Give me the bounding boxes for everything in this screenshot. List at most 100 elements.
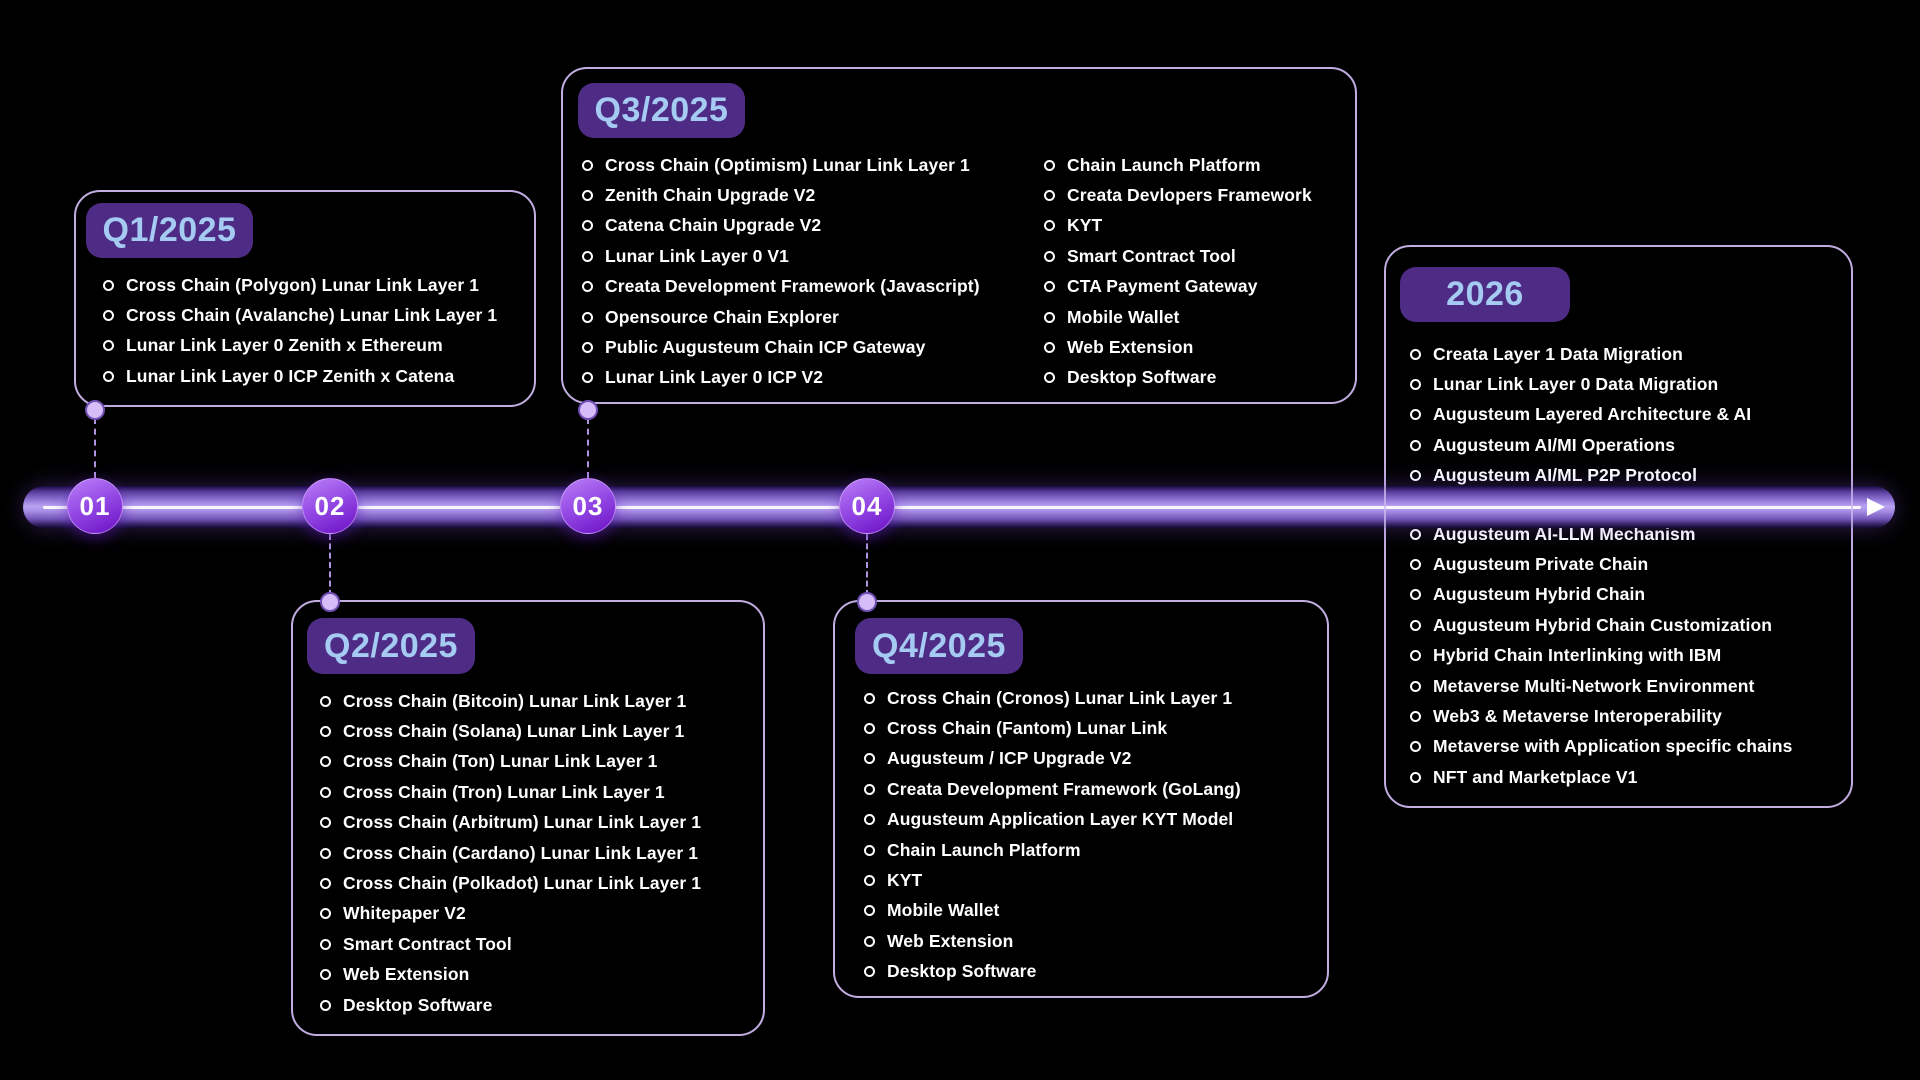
milestone-label: Cross Chain (Polygon) Lunar Link Layer 1: [126, 274, 480, 295]
bullet-icon: [582, 220, 593, 232]
bullet-icon: [320, 726, 331, 738]
milestone-item: Hybrid Chain Interlinking with IBM: [1410, 641, 1793, 671]
milestone-item: Desktop Software: [864, 957, 1241, 987]
milestone-item: Web3 & Metaverse Interoperability: [1410, 701, 1793, 731]
milestone-item: KYT: [864, 865, 1241, 895]
milestone-item: Opensource Chain Explorer: [582, 302, 980, 332]
bullet-icon: [1044, 281, 1055, 293]
milestone-label: Augusteum AI/MI Operations: [1433, 434, 1676, 455]
card-q4-2025: [833, 600, 1329, 998]
milestone-item: Desktop Software: [320, 990, 701, 1020]
bullet-icon: [1410, 559, 1421, 571]
milestone-label: Lunar Link Layer 0 Data Migration: [1433, 374, 1719, 395]
milestone-label: Mobile Wallet: [887, 900, 1000, 921]
milestone-list-q1: Cross Chain (Polygon) Lunar Link Layer 1…: [103, 270, 497, 392]
anchor-dot-q3: [578, 400, 598, 420]
milestone-label: Cross Chain (Fantom) Lunar Link: [887, 718, 1168, 739]
bullet-icon: [320, 847, 331, 859]
milestone-label: Cross Chain (Cronos) Lunar Link Layer 1: [887, 687, 1233, 708]
bullet-icon: [864, 753, 875, 765]
milestone-item: Cross Chain (Avalanche) Lunar Link Layer…: [103, 300, 497, 330]
bullet-icon: [1044, 190, 1055, 202]
milestone-label: KYT: [1067, 215, 1103, 236]
bullet-icon: [1044, 250, 1055, 262]
milestone-item: Chain Launch Platform: [1044, 150, 1312, 180]
bullet-icon: [1410, 409, 1421, 421]
milestone-label: Web Extension: [887, 930, 1014, 951]
milestone-label: Lunar Link Layer 0 ICP Zenith x Catena: [126, 365, 455, 386]
bullet-icon: [1410, 528, 1421, 540]
milestone-item: Creata Development Framework (Javascript…: [582, 272, 980, 302]
milestone-item: Whitepaper V2: [320, 899, 701, 929]
milestone-item: Cross Chain (Solana) Lunar Link Layer 1: [320, 716, 701, 746]
milestone-item: Creata Layer 1 Data Migration: [1410, 339, 1751, 369]
milestone-item: KYT: [1044, 211, 1312, 241]
milestone-item: Mobile Wallet: [1044, 302, 1312, 332]
bullet-icon: [864, 723, 875, 735]
milestone-item: Web Extension: [864, 926, 1241, 956]
bullet-icon: [582, 281, 593, 293]
milestone-item: Augusteum Hybrid Chain Customization: [1410, 610, 1793, 640]
milestone-item: Augusteum Application Layer KYT Model: [864, 805, 1241, 835]
milestone-item: Cross Chain (Cardano) Lunar Link Layer 1: [320, 838, 701, 868]
milestone-label: Opensource Chain Explorer: [605, 306, 839, 327]
milestone-item: Web Extension: [1044, 332, 1312, 362]
milestone-label: Zenith Chain Upgrade V2: [605, 185, 816, 206]
milestone-label: Smart Contract Tool: [1067, 245, 1236, 266]
milestone-item: Augusteum Private Chain: [1410, 549, 1793, 579]
milestone-label: Cross Chain (Polkadot) Lunar Link Layer …: [343, 873, 702, 894]
milestone-label: Creata Development Framework (Javascript…: [605, 276, 980, 297]
bullet-icon: [1410, 348, 1421, 360]
bullet-icon: [1410, 711, 1421, 723]
bullet-icon: [320, 786, 331, 798]
bullet-icon: [582, 342, 593, 354]
milestone-label: Chain Launch Platform: [887, 839, 1081, 860]
milestone-label: Lunar Link Layer 0 Zenith x Ethereum: [126, 335, 443, 356]
bullet-icon: [582, 372, 593, 384]
bullet-icon: [1410, 589, 1421, 601]
bullet-icon: [864, 875, 875, 887]
badge-q2-2025: Q2/2025: [307, 618, 475, 674]
milestone-item: Lunar Link Layer 0 ICP Zenith x Catena: [103, 361, 497, 391]
bullet-icon: [1410, 741, 1421, 753]
milestone-item: Metaverse Multi-Network Environment: [1410, 671, 1793, 701]
milestone-item: Augusteum / ICP Upgrade V2: [864, 744, 1241, 774]
milestone-label: Public Augusteum Chain ICP Gateway: [605, 337, 926, 358]
bullet-icon: [1410, 771, 1421, 783]
card-q1-2025: [74, 190, 536, 407]
milestone-item: Cross Chain (Polkadot) Lunar Link Layer …: [320, 868, 701, 898]
milestone-item: Cross Chain (Bitcoin) Lunar Link Layer 1: [320, 686, 701, 716]
milestone-label: CTA Payment Gateway: [1067, 276, 1258, 297]
connector-q3: [587, 418, 589, 478]
milestone-label: Augusteum Hybrid Chain Customization: [1433, 614, 1773, 635]
bullet-icon: [582, 159, 593, 171]
milestone-item: Creata Devlopers Framework: [1044, 180, 1312, 210]
milestone-label: Augusteum Hybrid Chain: [1433, 584, 1646, 605]
milestone-label: Augusteum AI-LLM Mechanism: [1433, 523, 1696, 544]
milestone-label: Creata Development Framework (GoLang): [887, 778, 1241, 799]
bullet-icon: [1410, 680, 1421, 692]
milestone-item: Smart Contract Tool: [1044, 241, 1312, 271]
bullet-icon: [320, 969, 331, 981]
milestone-item: Augusteum Layered Architecture & AI: [1410, 400, 1751, 430]
milestone-item: Cross Chain (Ton) Lunar Link Layer 1: [320, 747, 701, 777]
bullet-icon: [103, 279, 114, 291]
milestone-label: Augusteum Private Chain: [1433, 554, 1649, 575]
bullet-icon: [320, 999, 331, 1011]
milestone-item: Cross Chain (Tron) Lunar Link Layer 1: [320, 777, 701, 807]
milestone-item: Catena Chain Upgrade V2: [582, 211, 980, 241]
timeline-node-01: 01: [67, 478, 123, 534]
badge-q4-2025: Q4/2025: [855, 618, 1023, 674]
bullet-icon: [320, 878, 331, 890]
bullet-icon: [864, 905, 875, 917]
milestone-label: Metaverse with Application specific chai…: [1433, 736, 1793, 757]
bullet-icon: [1410, 650, 1421, 662]
milestone-label: Metaverse Multi-Network Environment: [1433, 675, 1755, 696]
milestone-label: Cross Chain (Cardano) Lunar Link Layer 1: [343, 842, 699, 863]
milestone-label: NFT and Marketplace V1: [1433, 766, 1638, 787]
milestone-label: Desktop Software: [343, 994, 493, 1015]
timeline-arrow-shaft: [43, 505, 1861, 509]
card-2026-border-segment-right: [1851, 486, 1853, 528]
